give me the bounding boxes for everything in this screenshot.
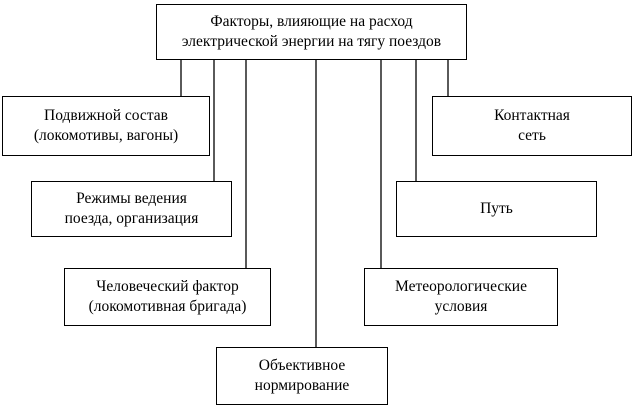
factor-box-driving-modes: Режимы ведения поезда, организация	[31, 181, 232, 237]
factor-label-driving-modes: Режимы ведения поезда, организация	[64, 190, 199, 227]
factor-label-track: Путь	[480, 200, 513, 217]
factor-label-rolling-stock: Подвижной состав (локомотивы, вагоны)	[33, 107, 179, 144]
root-label: Факторы, влияющие на расход электрическо…	[181, 13, 442, 50]
factor-label-weather: Метеорологические условия	[395, 278, 527, 315]
factor-label-objective-rationing: Объективное нормирование	[254, 357, 350, 394]
factor-box-human-factor: Человеческий фактор (локомотивная бригад…	[64, 268, 271, 326]
factor-label-catenary: Контактная сеть	[494, 107, 570, 144]
factor-box-track: Путь	[396, 181, 597, 237]
root-box: Факторы, влияющие на расход электрическо…	[156, 4, 467, 60]
factor-label-human-factor: Человеческий фактор (локомотивная бригад…	[88, 278, 247, 315]
factor-box-weather: Метеорологические условия	[364, 268, 558, 326]
factor-box-objective-rationing: Объективное нормирование	[216, 347, 388, 405]
factor-box-catenary: Контактная сеть	[432, 96, 632, 156]
factor-box-rolling-stock: Подвижной состав (локомотивы, вагоны)	[2, 96, 210, 156]
